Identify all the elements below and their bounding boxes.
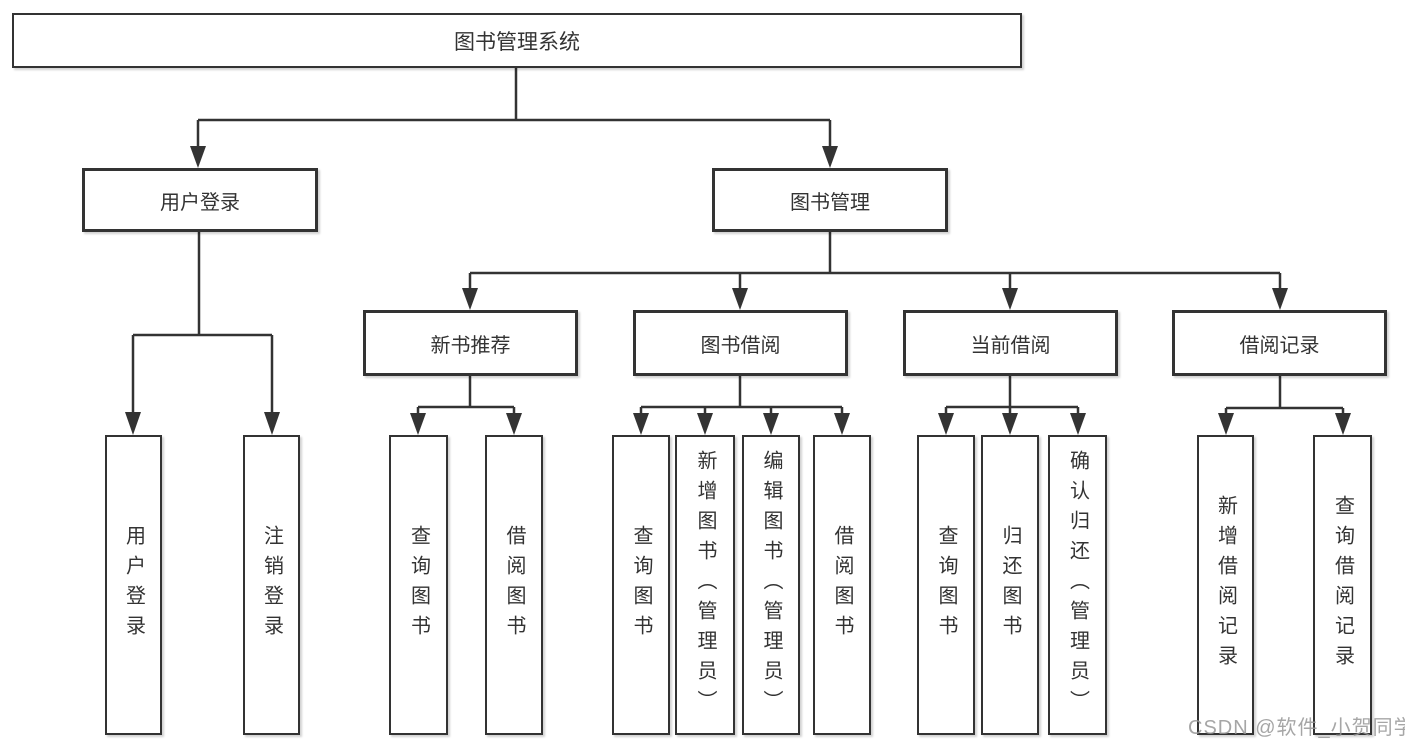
node-label: 查询借阅记录 bbox=[1331, 495, 1354, 675]
leaf-logout: 注销登录 bbox=[243, 435, 300, 735]
node-label: 新增图书（管理员） bbox=[694, 450, 716, 720]
node-label: 确认归还（管理员） bbox=[1066, 450, 1089, 720]
node-label: 新增借阅记录 bbox=[1214, 495, 1237, 675]
leaf-edit-book-admin: 编辑图书（管理员） bbox=[742, 435, 800, 735]
connector-root-to-level2 bbox=[190, 68, 838, 168]
node-borrowing-records: 借阅记录 bbox=[1172, 310, 1387, 376]
node-book-borrowing: 图书借阅 bbox=[633, 310, 848, 376]
node-current-borrowing: 当前借阅 bbox=[903, 310, 1118, 376]
node-label: 借阅记录 bbox=[1239, 334, 1320, 357]
node-label: 新书推荐 bbox=[430, 334, 511, 357]
node-label: 图书管理 bbox=[790, 191, 870, 214]
connector-book-management-to-level3 bbox=[462, 232, 1288, 310]
connector-book-borrowing-children bbox=[633, 376, 850, 435]
node-label: 用户登录 bbox=[160, 191, 240, 214]
leaf-return-books: 归还图书 bbox=[981, 435, 1039, 735]
node-label: 查询图书 bbox=[407, 525, 430, 645]
node-label: 查询图书 bbox=[935, 525, 957, 645]
node-label: 图书管理系统 bbox=[454, 30, 580, 54]
node-label: 当前借阅 bbox=[970, 334, 1051, 357]
leaf-borrow-books-recommend: 借阅图书 bbox=[485, 435, 543, 735]
node-book-management: 图书管理 bbox=[712, 168, 948, 232]
node-library-management-system: 图书管理系统 bbox=[12, 13, 1022, 68]
leaf-query-books-recommend: 查询图书 bbox=[389, 435, 448, 735]
node-label: 借阅图书 bbox=[831, 525, 853, 645]
node-new-book-recommendation: 新书推荐 bbox=[363, 310, 578, 376]
leaf-add-borrow-record: 新增借阅记录 bbox=[1197, 435, 1254, 735]
node-label: 归还图书 bbox=[999, 525, 1021, 645]
node-label: 图书借阅 bbox=[700, 334, 781, 357]
leaf-user-login: 用户登录 bbox=[105, 435, 162, 735]
node-label: 注销登录 bbox=[260, 525, 283, 645]
node-label: 查询图书 bbox=[630, 525, 652, 645]
leaf-borrow-books-borrowing: 借阅图书 bbox=[813, 435, 871, 735]
node-user-login: 用户登录 bbox=[82, 168, 318, 232]
connector-user-login-children bbox=[125, 232, 280, 435]
node-label: 用户登录 bbox=[122, 525, 145, 645]
leaf-query-books-borrowing: 查询图书 bbox=[612, 435, 670, 735]
leaf-confirm-return-admin: 确认归还（管理员） bbox=[1048, 435, 1107, 735]
leaf-add-book-admin: 新增图书（管理员） bbox=[675, 435, 735, 735]
connector-borrowing-records-children bbox=[1218, 376, 1351, 435]
leaf-query-borrow-record: 查询借阅记录 bbox=[1313, 435, 1372, 735]
node-label: 借阅图书 bbox=[503, 525, 525, 645]
node-label: 编辑图书（管理员） bbox=[760, 450, 782, 720]
connector-new-book-recommendation-children bbox=[410, 376, 522, 435]
watermark-text: CSDN @软件_小贺同学 bbox=[1188, 717, 1405, 739]
leaf-query-books-current: 查询图书 bbox=[917, 435, 975, 735]
connector-current-borrowing-children bbox=[938, 376, 1086, 435]
